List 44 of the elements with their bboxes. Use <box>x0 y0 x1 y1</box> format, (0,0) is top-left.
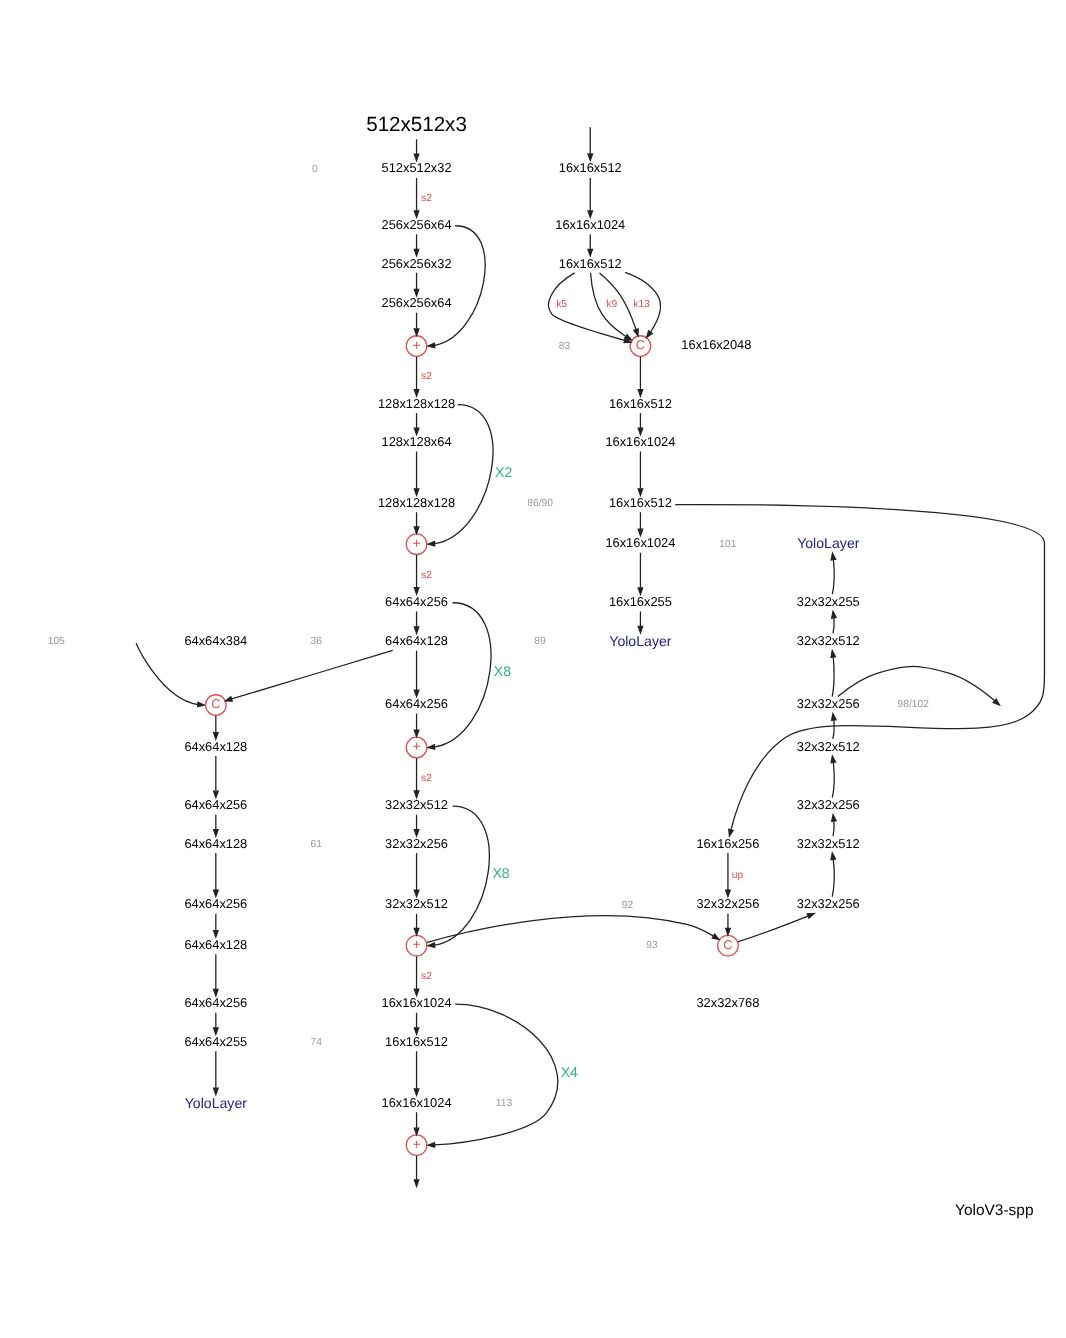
arrow <box>212 852 219 899</box>
arrow <box>426 805 490 949</box>
arrow <box>598 272 639 338</box>
arrow <box>413 757 420 800</box>
arrow <box>413 1154 420 1189</box>
arrow <box>830 812 838 837</box>
arrow <box>587 126 594 163</box>
arrow <box>413 177 420 220</box>
arrow <box>426 602 492 751</box>
node-text: 512x512x3 <box>366 114 467 137</box>
arrow <box>830 551 837 595</box>
arrow <box>837 665 1001 707</box>
arrow <box>624 271 662 339</box>
arrow <box>426 1003 559 1149</box>
arrow <box>830 609 838 634</box>
arrow <box>724 913 732 937</box>
arrow <box>724 852 732 899</box>
arrow <box>830 754 837 799</box>
arrow <box>413 852 420 899</box>
arrow <box>830 851 837 898</box>
arrow <box>737 912 816 943</box>
arrow <box>413 1050 420 1098</box>
arrow <box>637 552 644 597</box>
arrow <box>587 177 594 220</box>
arrow <box>212 755 219 800</box>
arrow <box>212 953 219 998</box>
arrow <box>637 450 644 498</box>
arrow <box>425 915 721 944</box>
arrow <box>413 355 420 398</box>
arrow <box>830 648 837 698</box>
arrow <box>413 650 420 699</box>
arrow <box>589 272 633 341</box>
arrow <box>223 649 394 702</box>
arrow <box>637 355 644 398</box>
arrow <box>413 955 420 998</box>
arrow <box>547 272 633 344</box>
arrow <box>135 642 207 708</box>
arrow <box>426 225 486 349</box>
arrow <box>426 403 494 547</box>
arrow <box>674 503 1046 838</box>
arrow <box>212 1050 219 1097</box>
arrow <box>413 554 420 597</box>
arrow <box>413 450 420 498</box>
arrow <box>830 711 838 740</box>
